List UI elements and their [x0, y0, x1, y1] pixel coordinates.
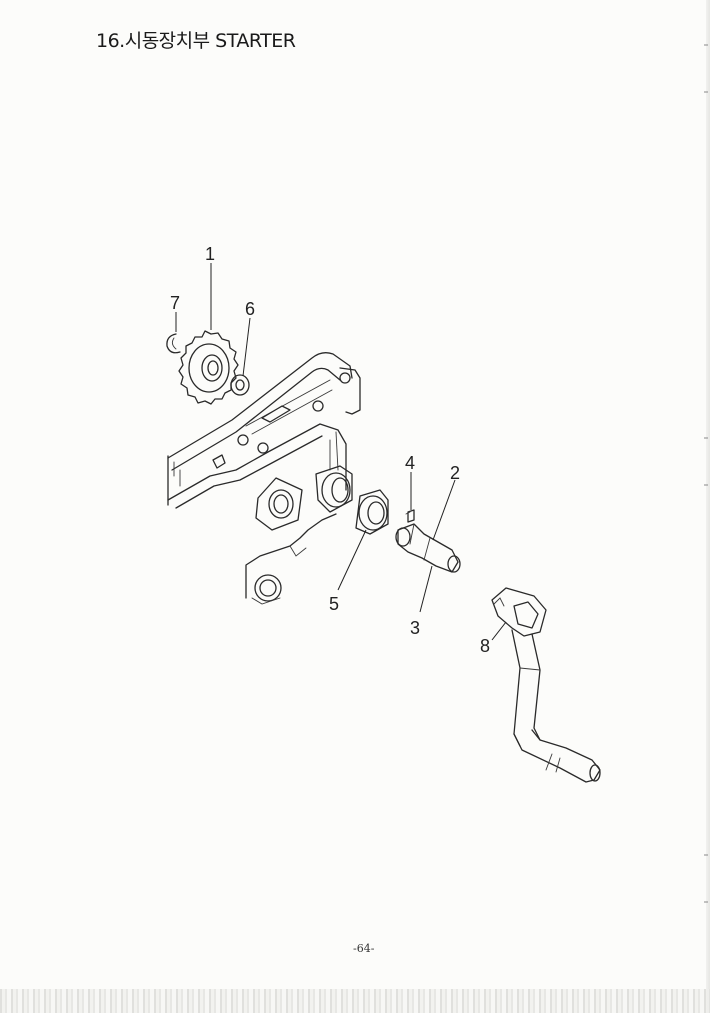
callout-8: 8: [480, 636, 490, 656]
crank-handle-part-8: [491, 587, 601, 783]
callout-4: 4: [405, 453, 415, 473]
callout-3: 3: [410, 618, 420, 638]
scan-edge: [706, 0, 710, 1013]
pin-part-4: [405, 509, 415, 523]
retaining-ring-part-7: [166, 333, 181, 354]
machine-frame: [167, 352, 361, 605]
leader-lines: [175, 263, 507, 641]
callout-5: 5: [329, 594, 339, 614]
callout-6: 6: [245, 299, 255, 319]
callout-1: 1: [205, 244, 215, 264]
scan-edge: [0, 989, 710, 1013]
bushing-part-5: [355, 489, 389, 535]
margin-marks: [704, 44, 708, 903]
washer-part-6: [230, 374, 250, 396]
gear-part-1: [178, 330, 239, 405]
callout-labels: 1 2 3 4 5 6 7 8: [170, 244, 490, 656]
callout-2: 2: [450, 463, 460, 483]
shaft-part-2: [395, 523, 461, 573]
callout-7: 7: [170, 293, 180, 313]
page-title: 16.시동장치부 STARTER: [96, 30, 296, 52]
page-number: -64-: [353, 942, 375, 955]
